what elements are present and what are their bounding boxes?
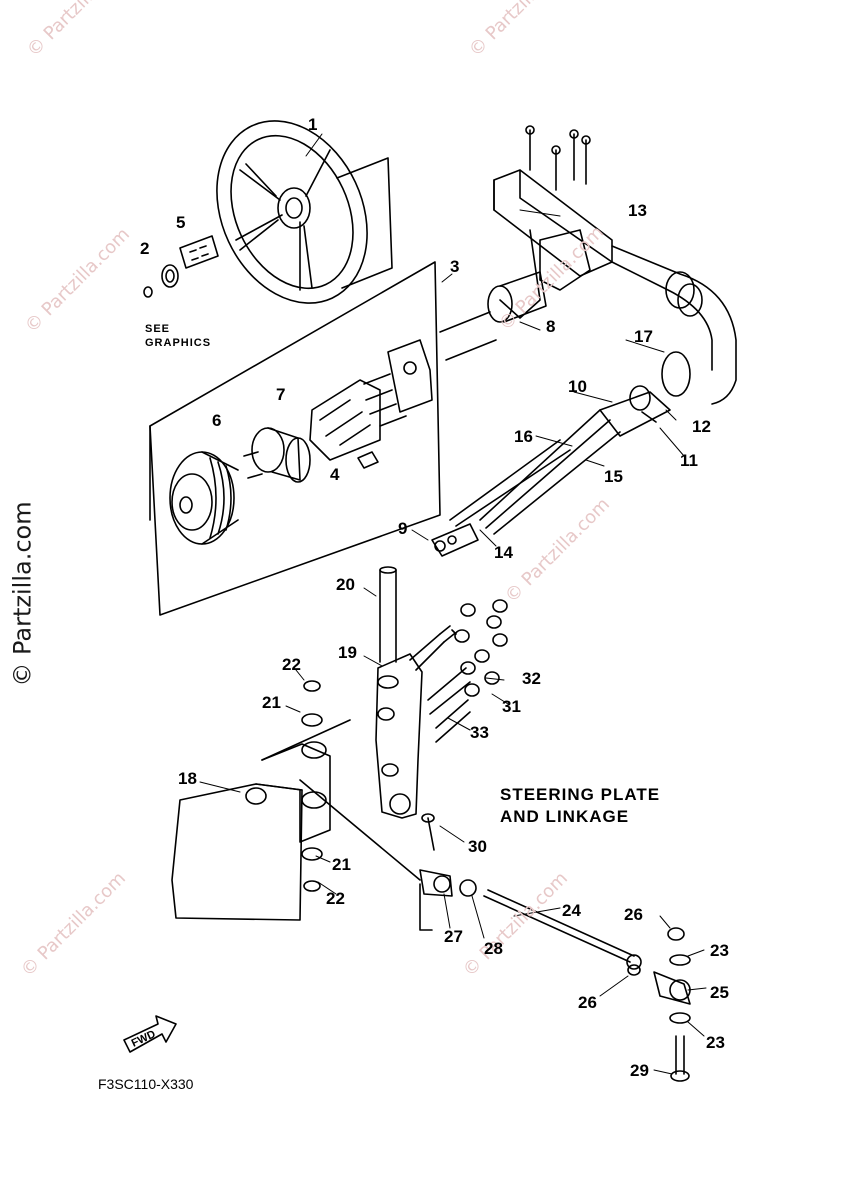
steering-plate-part xyxy=(171,680,421,921)
callout-26-top: 26 xyxy=(624,905,643,924)
tie-rod-part xyxy=(483,889,642,976)
callout-32: 32 xyxy=(522,669,541,688)
callout-27: 27 xyxy=(444,927,463,946)
helm-pump-part xyxy=(169,451,239,545)
steering-arm-part xyxy=(375,653,423,819)
see-graphics-line2: GRAPHICS xyxy=(145,337,212,349)
callout-3: 3 xyxy=(450,257,460,276)
callout-8: 8 xyxy=(546,317,556,336)
title-line1: STEERING PLATE xyxy=(500,785,661,804)
callout-19: 19 xyxy=(338,643,357,662)
callout-7: 7 xyxy=(276,385,286,404)
see-graphics-note: SEE GRAPHICS xyxy=(145,322,211,350)
pin-part xyxy=(379,566,397,663)
helm-bracket-part xyxy=(493,125,737,405)
hub-parts xyxy=(143,235,219,298)
callout-4: 4 xyxy=(330,465,340,484)
callout-25: 25 xyxy=(710,983,729,1002)
callout-2: 2 xyxy=(140,239,150,258)
callout-26-bottom: 26 xyxy=(578,993,597,1012)
ball-joint-part xyxy=(419,813,477,931)
rod-end-part xyxy=(653,927,691,1082)
callout-31: 31 xyxy=(502,697,521,716)
callout-33: 33 xyxy=(470,723,489,742)
callout-23-top: 23 xyxy=(710,941,729,960)
callout-21-top: 21 xyxy=(262,693,281,712)
callout-23-bottom: 23 xyxy=(706,1033,725,1052)
callout-12: 12 xyxy=(692,417,711,436)
callout-24: 24 xyxy=(562,901,581,920)
callout-5: 5 xyxy=(176,213,186,232)
washer-part xyxy=(454,599,508,697)
steering-wheel-part xyxy=(216,120,368,304)
callout-22-top: 22 xyxy=(282,655,301,674)
cylinder-part xyxy=(439,271,547,361)
callout-22-bottom: 22 xyxy=(326,889,345,908)
callout-10: 10 xyxy=(568,377,587,396)
callout-14: 14 xyxy=(494,543,513,562)
drawing-code: F3SC110-X330 xyxy=(98,1076,194,1092)
callout-29: 29 xyxy=(630,1061,649,1080)
helm-body-part xyxy=(243,427,311,483)
callout-15: 15 xyxy=(604,467,623,486)
hose-part xyxy=(449,351,691,535)
callout-6: 6 xyxy=(212,411,222,430)
callout-18: 18 xyxy=(178,769,197,788)
watermark-vertical: © Partzilla.com xyxy=(8,501,37,687)
helm-mechanism-part xyxy=(309,339,433,461)
callout-9: 9 xyxy=(398,519,408,538)
bolt-part xyxy=(409,625,471,743)
fitting-part xyxy=(431,523,479,557)
title-line2: AND LINKAGE xyxy=(500,807,630,826)
callout-30: 30 xyxy=(468,837,487,856)
callout-11: 11 xyxy=(680,451,698,470)
page-title: STEERING PLATE AND LINKAGE xyxy=(500,784,660,828)
callout-28: 28 xyxy=(484,939,503,958)
fwd-arrow-icon xyxy=(123,1015,177,1053)
callout-21-bottom: 21 xyxy=(332,855,351,874)
callout-17: 17 xyxy=(634,327,653,346)
callout-20: 20 xyxy=(336,575,355,594)
callout-16: 16 xyxy=(514,427,533,446)
see-graphics-line1: SEE xyxy=(145,323,171,335)
callout-1: 1 xyxy=(308,115,318,134)
callout-13: 13 xyxy=(628,201,647,220)
